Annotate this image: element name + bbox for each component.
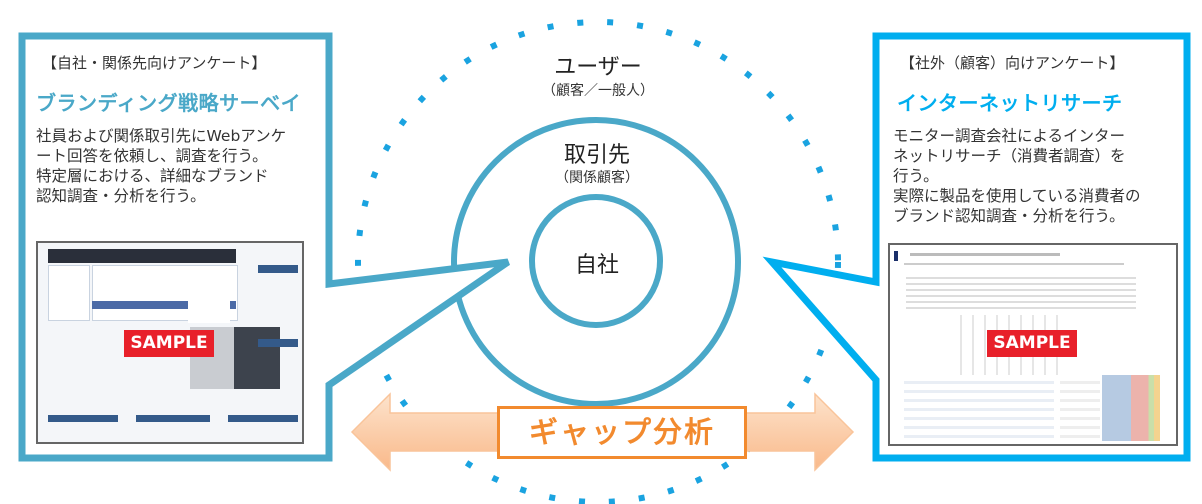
- outer-circle-label: ユーザー: [554, 55, 642, 80]
- outer-circle-sublabel: （顧客／一般人）: [542, 83, 654, 99]
- inner-circle-label: 自社: [574, 253, 620, 278]
- right-panel-header: 【社外（顧客）向けアンケート】: [900, 54, 1125, 72]
- body-line: ブランド認知調査・分析を行う。: [893, 207, 1125, 225]
- left-panel-header: 【自社・関係先向けアンケート】: [42, 54, 267, 72]
- body-line: 特定層における、詳細なブランド: [36, 167, 269, 185]
- outer-dotted-circle: [355, 19, 841, 504]
- inner-circle: [529, 194, 663, 328]
- sample-label: SAMPLE: [124, 330, 214, 357]
- middle-circle-label: 取引先: [563, 143, 631, 168]
- left-panel-body: 社員および関係取引先にWebアンケ ート回答を依頼し、調査を行う。 特定層におけ…: [36, 126, 286, 206]
- body-line: 認知調査・分析を行う。: [36, 187, 206, 205]
- left-panel-title: ブランディング戦略サーベイ: [36, 91, 302, 115]
- right-panel-body: モニター調査会社によるインター ネットリサーチ（消費者調査）を 行う。 実際に製…: [893, 126, 1141, 226]
- body-line: ート回答を依頼し、調査を行う。: [36, 147, 268, 165]
- body-line: 行う。: [893, 167, 939, 185]
- body-line: モニター調査会社によるインター: [893, 127, 1126, 145]
- right-panel-title: インターネットリサーチ: [897, 91, 1123, 115]
- left-sample-thumbnail: SAMPLE: [36, 241, 304, 444]
- gap-analysis-label: ギャップ分析: [497, 406, 747, 459]
- sample-label: SAMPLE: [987, 330, 1077, 357]
- body-line: 実際に製品を使用している消費者の: [893, 187, 1141, 205]
- body-line: ネットリサーチ（消費者調査）を: [893, 147, 1126, 165]
- middle-circle-sublabel: （関係顧客）: [555, 170, 639, 186]
- right-sample-thumbnail: SAMPLE: [888, 243, 1178, 446]
- body-line: 社員および関係取引先にWebアンケ: [36, 127, 287, 145]
